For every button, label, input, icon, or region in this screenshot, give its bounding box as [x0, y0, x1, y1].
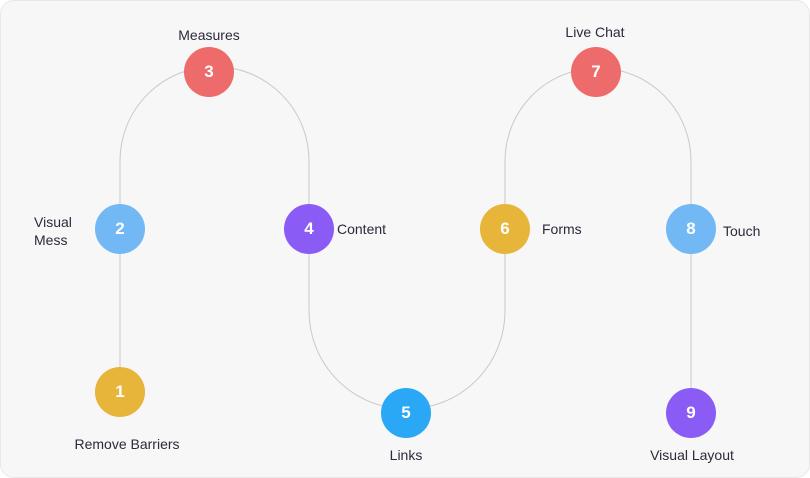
step-number: 7 [591, 62, 601, 81]
step-label-2: Visual Mess [34, 213, 72, 249]
step-node-8: 8 [666, 204, 716, 254]
step-node-9: 9 [666, 388, 716, 438]
step-node-6: 6 [480, 204, 530, 254]
step-label-4: Content [337, 221, 387, 237]
step-label-6: Forms [542, 221, 582, 237]
step-label-5: Links [389, 447, 423, 463]
step-number: 6 [500, 219, 510, 238]
step-label-9: Visual Layout [650, 447, 734, 463]
step-label-2-line-2: Mess [34, 232, 68, 248]
step-label-7: Live Chat [565, 24, 625, 40]
step-number: 4 [304, 219, 314, 238]
step-node-3: 3 [184, 47, 234, 97]
step-number: 2 [115, 219, 125, 238]
step-label-3: Measures [178, 27, 240, 43]
step-label-2-line-1: Visual [34, 214, 72, 230]
step-node-4: 4 [284, 204, 334, 254]
step-node-7: 7 [571, 47, 621, 97]
step-number: 1 [115, 382, 125, 401]
step-label-1: Remove Barriers [74, 436, 180, 452]
step-number: 9 [686, 403, 696, 422]
connector-line [119, 66, 692, 413]
step-number: 3 [204, 62, 214, 81]
step-node-2: 2 [95, 204, 145, 254]
step-number: 8 [686, 219, 696, 238]
step-number: 5 [401, 403, 411, 422]
step-node-1: 1 [95, 367, 145, 417]
step-label-8: Touch [723, 223, 761, 239]
step-node-5: 5 [381, 388, 431, 438]
